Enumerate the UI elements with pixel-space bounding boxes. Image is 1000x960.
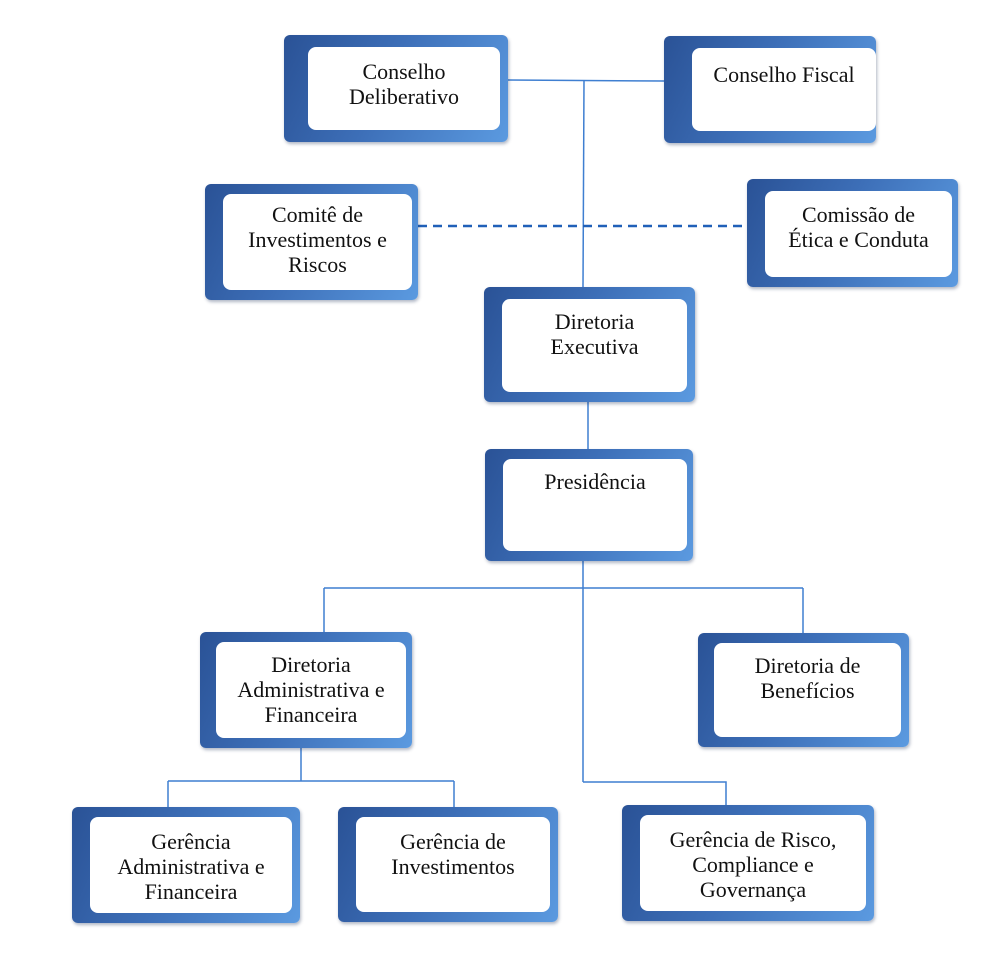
node-diretoria-administrativa-label: Diretoria Administrativa e Financeira [237, 652, 385, 727]
node-diretoria-executiva: Diretoria Executiva [484, 287, 695, 402]
node-diretoria-beneficios-label: Diretoria de Benefícios [754, 653, 861, 703]
node-conselho-fiscal-label: Conselho Fiscal [713, 62, 855, 87]
node-gerencia-investimentos-label: Gerência de Investimentos [391, 829, 515, 879]
node-comissao-etica-label: Comissão de Ética e Conduta [788, 202, 929, 252]
node-diretoria-executiva-label: Diretoria Executiva [550, 309, 639, 359]
node-gerencia-administrativa: Gerência Administrativa e Financeira [72, 807, 300, 923]
node-gerencia-risco-label: Gerência de Risco, Compliance e Governan… [669, 827, 837, 902]
node-presidencia: Presidência [485, 449, 693, 561]
node-presidencia-label: Presidência [544, 469, 646, 494]
node-gerencia-administrativa-label: Gerência Administrativa e Financeira [117, 829, 265, 904]
node-comissao-etica: Comissão de Ética e Conduta [747, 179, 958, 287]
node-conselho-fiscal: Conselho Fiscal [664, 36, 876, 143]
node-conselho-deliberativo: Conselho Deliberativo [284, 35, 508, 142]
connector-to-gerencia-risco [583, 781, 727, 806]
node-gerencia-risco: Gerência de Risco, Compliance e Governan… [622, 805, 874, 921]
node-diretoria-administrativa: Diretoria Administrativa e Financeira [200, 632, 412, 748]
connector-trunk-top [582, 79, 585, 288]
connector-councils [507, 79, 665, 82]
node-conselho-deliberativo-label: Conselho Deliberativo [349, 59, 459, 109]
node-comite-investimentos: Comitê de Investimentos e Riscos [205, 184, 418, 300]
node-diretoria-beneficios: Diretoria de Benefícios [698, 633, 909, 747]
node-comite-investimentos-label: Comitê de Investimentos e Riscos [248, 202, 387, 277]
node-gerencia-investimentos: Gerência de Investimentos [338, 807, 558, 922]
